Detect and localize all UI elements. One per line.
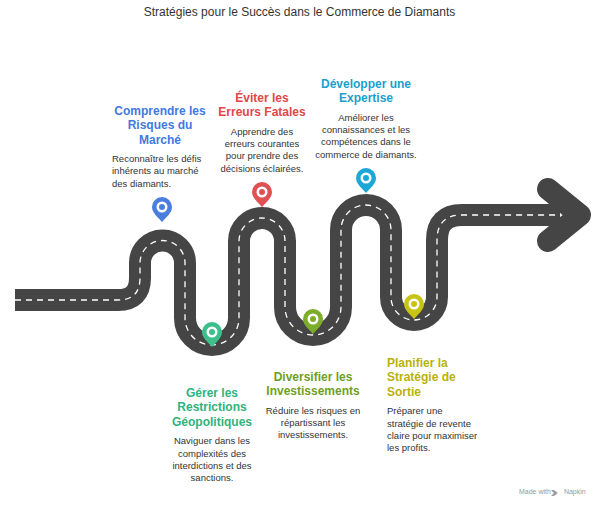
map-pin [152,197,172,222]
watermark: Made with [519,488,551,495]
step-block: Planifier la Stratégie de SortiePréparer… [387,356,481,455]
step-description: Reconnaître les défis inhérents au march… [112,153,208,190]
step-block: Gérer les Restrictions GéopolitiquesNavi… [156,386,268,485]
step-description: Améliorer les connaissances et les compé… [310,112,422,161]
map-pin [404,294,424,319]
diagram-title: Stratégies pour le Succès dans le Commer… [0,5,599,19]
step-heading: Développer une Expertise [310,77,422,106]
road-centerline [15,205,560,345]
step-description: Réduire les risques en répartissant les … [254,405,372,442]
map-pin [303,309,323,334]
napkin-logo [551,490,558,496]
watermark: Napkin [564,488,586,495]
step-block: Développer une ExpertiseAméliorer les co… [310,77,422,161]
step-heading: Diversifier les Investissements [254,370,372,399]
map-pin [356,168,376,193]
road [15,205,560,345]
step-block: Éviter les Erreurs FatalesApprendre des … [217,91,307,175]
step-description: Préparer une stratégie de revente claire… [387,405,481,454]
step-description: Naviguer dans les complexités des interd… [156,435,268,484]
step-heading: Comprendre les Risques du Marché [112,104,208,147]
step-description: Apprendre des erreurs courantes pour pre… [217,126,307,175]
step-heading: Éviter les Erreurs Fatales [217,91,307,120]
map-pin [202,322,222,347]
step-heading: Gérer les Restrictions Géopolitiques [156,386,268,429]
step-block: Diversifier les InvestissementsRéduire l… [254,370,372,442]
step-block: Comprendre les Risques du MarchéReconnaî… [112,104,208,190]
step-heading: Planifier la Stratégie de Sortie [387,356,481,399]
map-pin [252,182,272,207]
